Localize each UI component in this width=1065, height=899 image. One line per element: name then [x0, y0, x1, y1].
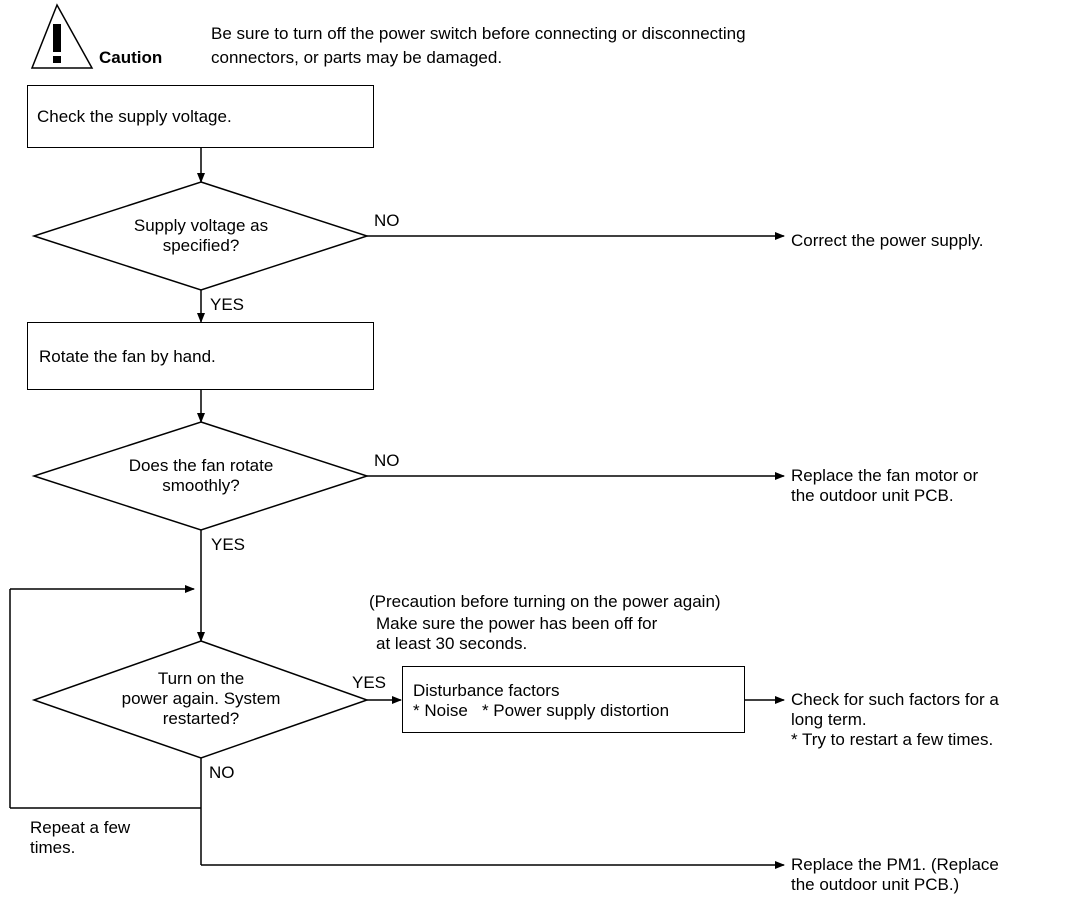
decision-fan-line1: Does the fan rotate [128, 456, 274, 475]
outcome-check-factors-line3: * Try to restart a few times. [791, 730, 994, 749]
precaution-line1: (Precaution before turning on the power … [369, 592, 721, 611]
repeat-label-line2: times. [30, 838, 76, 857]
decision-fan-line2: smoothly? [162, 476, 240, 495]
precaution-line2: Make sure the power has been off for [376, 614, 658, 633]
outcome-check-factors-line2: long term. [791, 710, 867, 729]
outcome-replace-fan-line1: Replace the fan motor or [791, 466, 979, 485]
step-check-voltage-label: Check the supply voltage. [37, 107, 232, 126]
label-no-restart: NO [209, 763, 235, 782]
decision-restart-line3: restarted? [162, 709, 240, 728]
disturbance-items: * Noise * Power supply distortion [413, 701, 670, 720]
label-yes-restart: YES [352, 673, 387, 692]
caution-label: Caution [99, 48, 163, 67]
step-rotate-fan: Rotate the fan by hand. [27, 322, 374, 390]
decision-voltage-line1: Supply voltage as [133, 216, 269, 235]
outcome-replace-pm1-line1: Replace the PM1. (Replace [791, 855, 999, 874]
decision-restart-line2: power again. System [121, 689, 281, 708]
decision-voltage-line2: specified? [162, 236, 240, 255]
label-yes-fan: YES [211, 535, 246, 554]
step-rotate-fan-label: Rotate the fan by hand. [39, 347, 216, 366]
repeat-label-line1: Repeat a few [30, 818, 131, 837]
outcome-check-factors-line1: Check for such factors for a [791, 690, 999, 709]
step-check-voltage: Check the supply voltage. [27, 85, 374, 148]
outcome-correct-power: Correct the power supply. [791, 231, 984, 250]
label-yes-voltage: YES [210, 295, 245, 314]
precaution-line3: at least 30 seconds. [376, 634, 528, 653]
outcome-replace-fan-line2: the outdoor unit PCB. [791, 486, 954, 505]
label-no-voltage: NO [374, 211, 400, 230]
label-no-fan: NO [374, 451, 400, 470]
decision-restart-line1: Turn on the [157, 669, 245, 688]
caution-icon [30, 3, 94, 69]
disturbance-title: Disturbance factors [413, 681, 560, 700]
caution-text-line2: connectors, or parts may be damaged. [211, 48, 503, 67]
caution-text-line1: Be sure to turn off the power switch bef… [211, 24, 746, 43]
outcome-replace-pm1-line2: the outdoor unit PCB.) [791, 875, 960, 894]
disturbance-factors-box: Disturbance factors * Noise * Power supp… [402, 666, 745, 733]
